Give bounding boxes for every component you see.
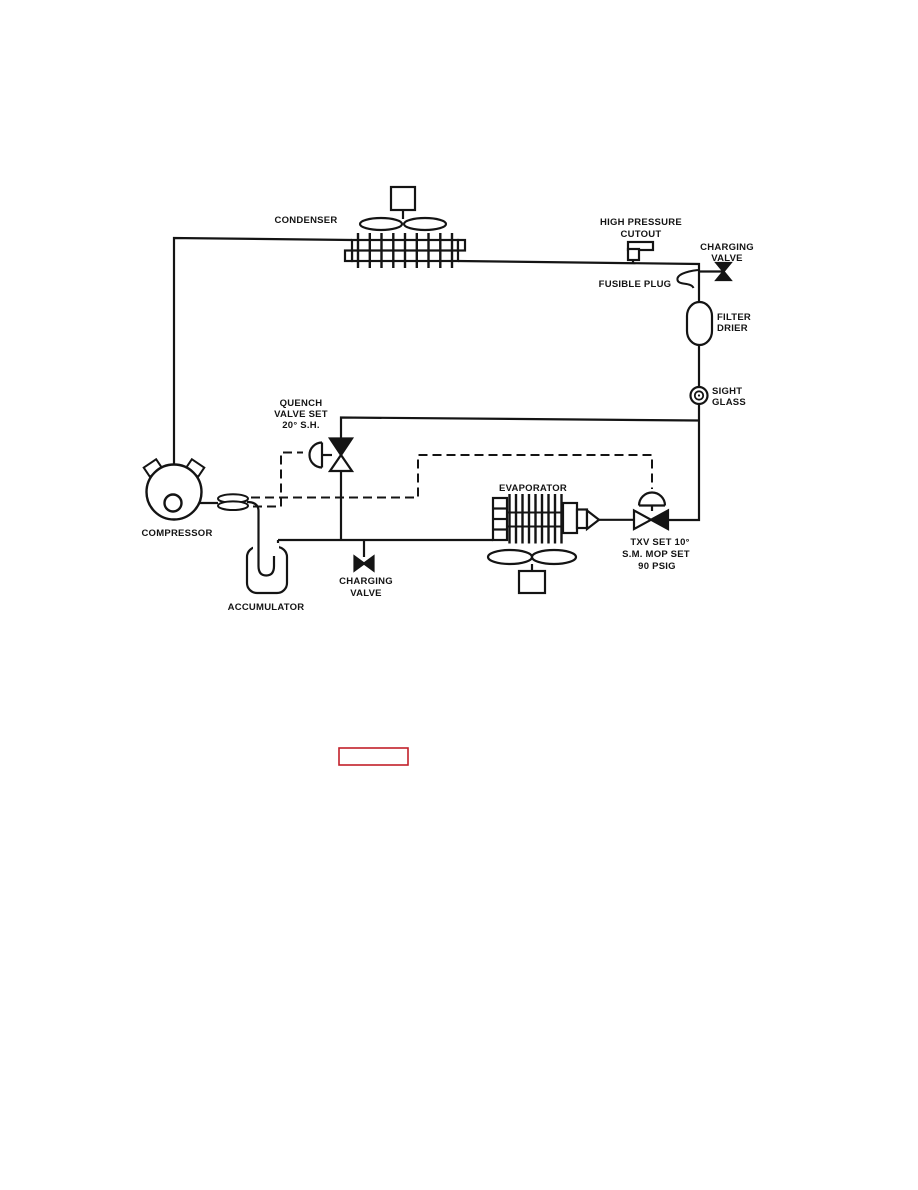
accumulator-dip-tube — [246, 500, 276, 577]
condenser-fins — [356, 233, 454, 268]
txv-label-line2: S.M. MOP SET — [622, 549, 690, 560]
schematic-ink — [142, 185, 733, 595]
evaporator-fan-motor — [517, 569, 547, 595]
quench-valve-symbol — [308, 437, 355, 473]
evaporator-fan-icon — [486, 548, 578, 595]
sight-glass-symbol — [689, 385, 709, 406]
charging-valve-bottom-label-line2: VALVE — [350, 588, 382, 599]
txv-equalizer-dashed-line — [251, 454, 653, 499]
charging-valve-top-symbol — [699, 261, 733, 282]
condenser-coil-symbol — [343, 233, 467, 268]
condenser-label: CONDENSER — [275, 215, 338, 226]
txv-symbol — [632, 491, 670, 531]
flow-arrow-icon — [585, 508, 601, 532]
filter-drier-symbol — [685, 300, 714, 347]
high-pressure-cutout-label-line2: CUTOUT — [621, 229, 662, 240]
evaporator-fins — [508, 494, 563, 544]
accumulator-label: ACCUMULATOR — [228, 602, 305, 613]
quench-valve-label-line2: VALVE SET — [274, 409, 328, 420]
figure-link-hotspot[interactable] — [338, 747, 409, 766]
evaporator-label: EVAPORATOR — [499, 483, 567, 494]
charging-valve-bottom-symbol — [353, 540, 375, 573]
condenser-fan-motor — [389, 185, 417, 212]
quench-valve-label-line3: 20° S.H. — [282, 420, 319, 431]
high-pressure-cutout-symbol — [626, 240, 655, 264]
fusible-plug-symbol — [676, 269, 699, 289]
discharge-line — [172, 236, 353, 466]
condenser-fan-icon — [358, 185, 448, 232]
high-pressure-cutout-label-line1: HIGH PRESSURE — [600, 217, 682, 228]
quench-valve-dashed-line — [253, 451, 303, 508]
charging-valve-top-label-line1: CHARGING — [700, 242, 754, 253]
quench-valve-label-line1: QUENCH — [280, 398, 323, 409]
sight-glass-label-line1: SIGHT — [712, 386, 742, 397]
filter-drier-label-line1: FILTER — [717, 312, 751, 323]
charging-valve-top-label-line2: VALVE — [711, 253, 743, 264]
fusible-plug-label: FUSIBLE PLUG — [599, 279, 672, 290]
sight-glass-label-line2: GLASS — [712, 397, 746, 408]
accumulator-symbol — [245, 500, 289, 595]
compressor-label: COMPRESSOR — [141, 528, 212, 539]
compressor-suction-port — [163, 493, 183, 513]
charging-valve-bottom-label-line1: CHARGING — [339, 576, 393, 587]
compressor-symbol — [142, 457, 206, 521]
txv-diaphragm-icon — [637, 491, 667, 506]
txv-label-line3: 90 PSIG — [638, 561, 676, 572]
txv-label-line1: TXV SET 10° — [630, 537, 689, 548]
filter-drier-label-line2: DRIER — [717, 323, 748, 334]
muffler-symbol — [217, 493, 249, 512]
evaporator-coil-symbol — [491, 494, 601, 544]
